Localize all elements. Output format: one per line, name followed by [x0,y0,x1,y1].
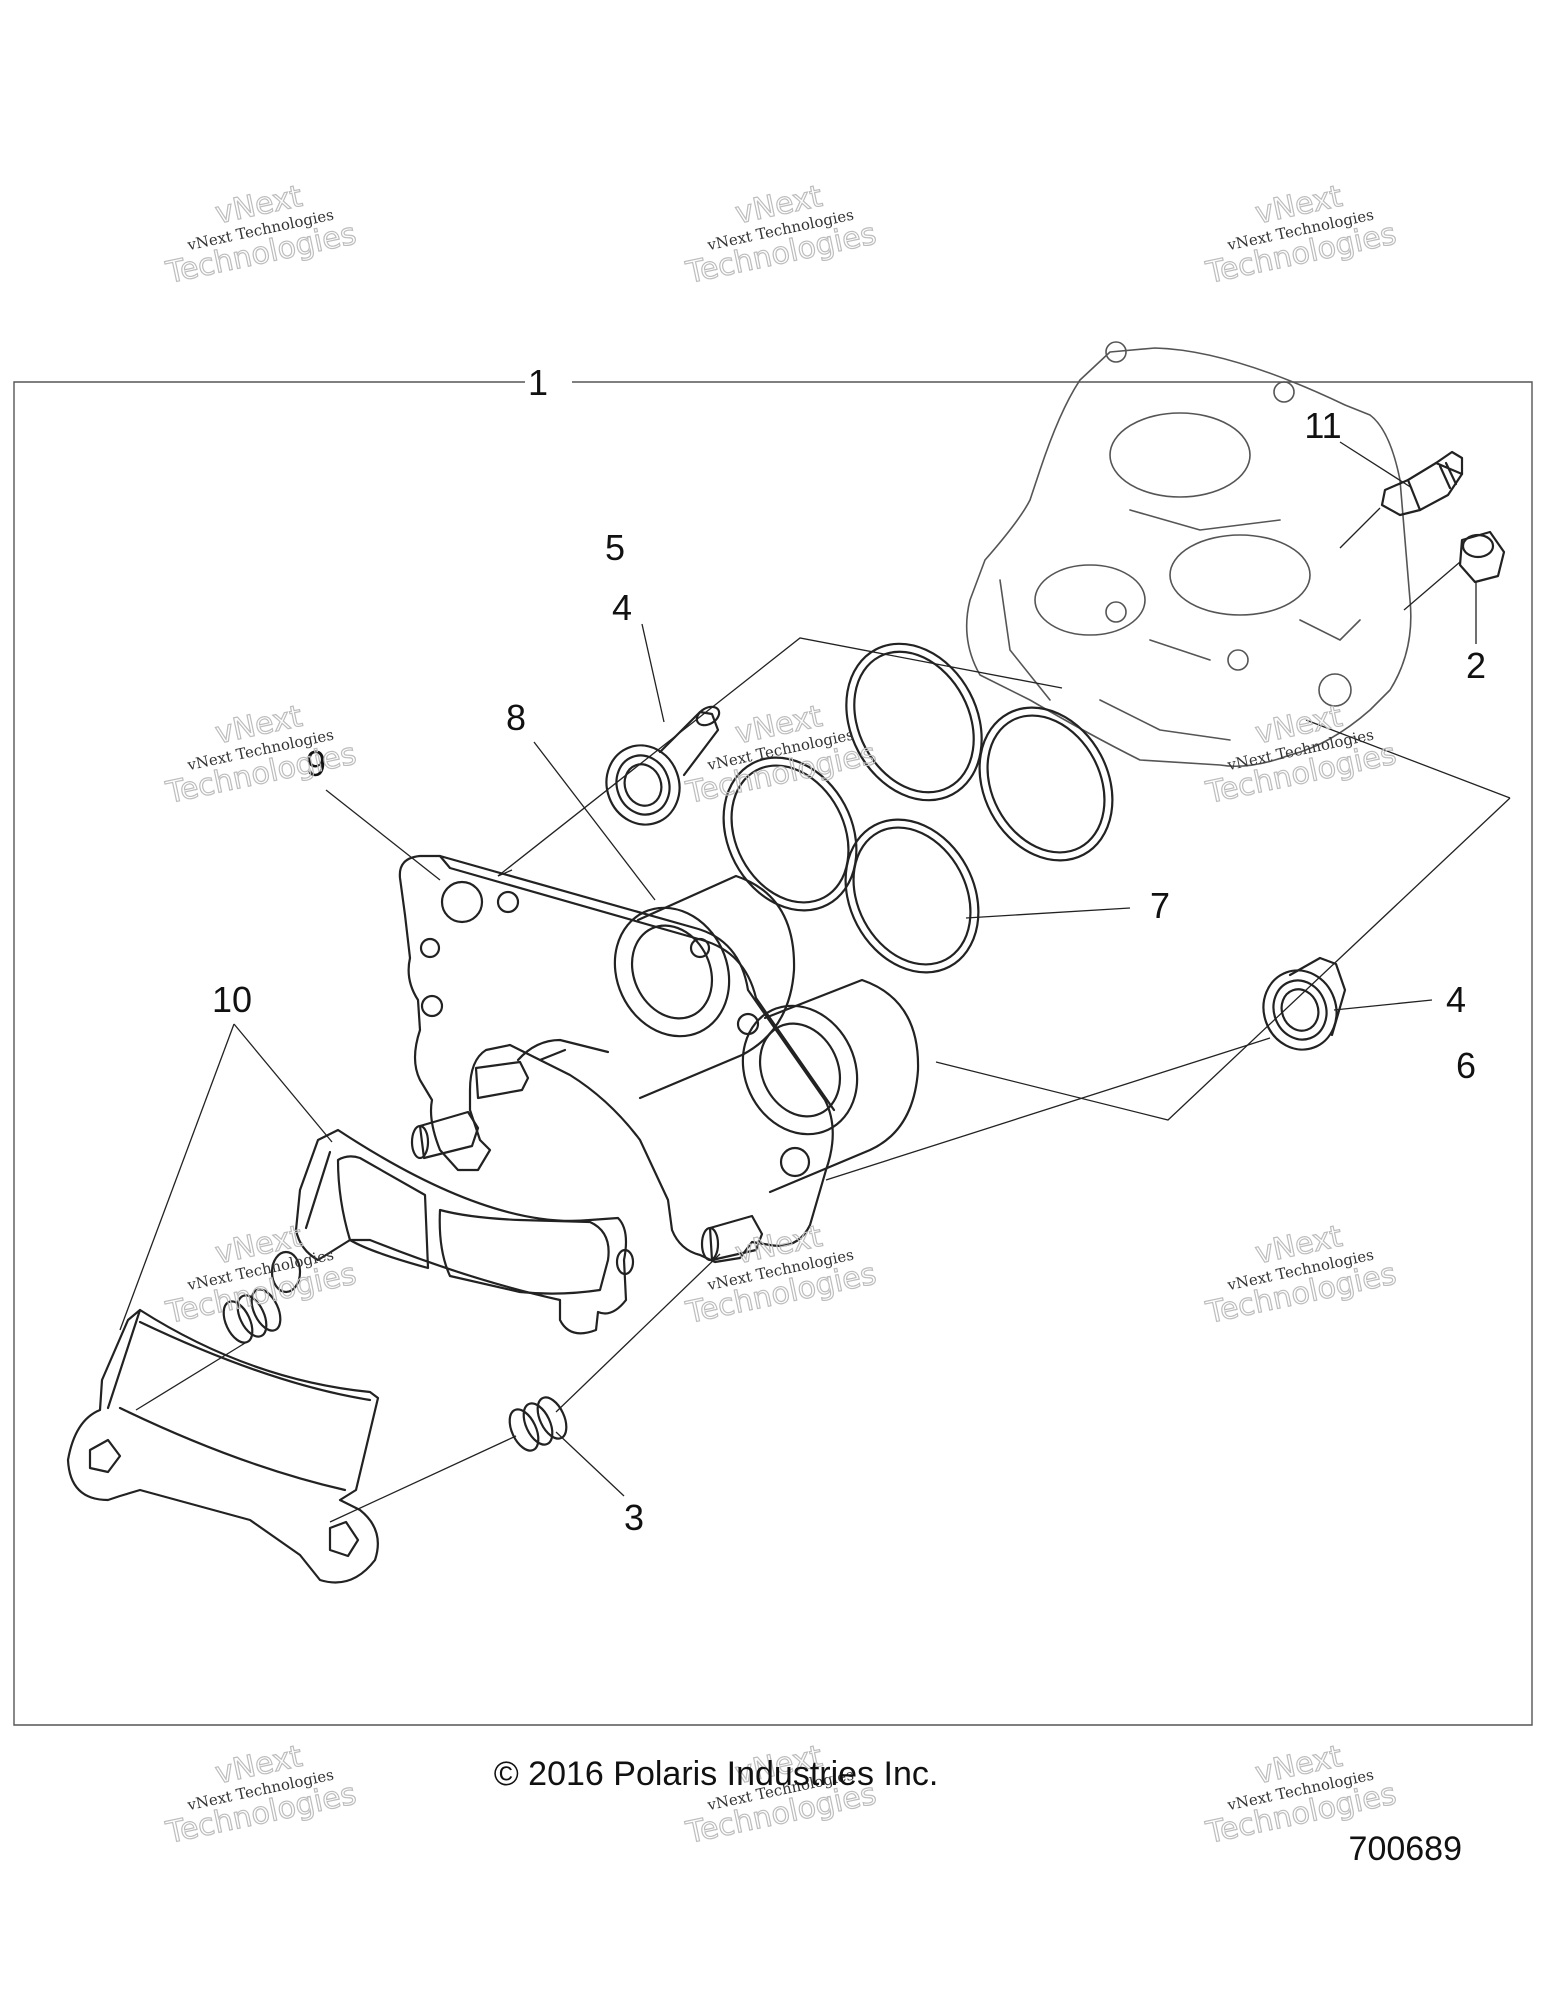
watermark-bottom-left: vNext vNext Technologies Technologies [162,1738,360,1851]
callout-10: 10 [212,979,252,1020]
callout-11: 11 [1304,405,1341,446]
piston-seal-rings [722,642,1114,974]
pad-springs [222,1288,568,1452]
callout-2: 2 [1466,645,1486,686]
callout-4-lower: 4 [1446,979,1466,1020]
watermark-mid-left: vNext vNext Technologies Technologies [162,698,360,811]
caliper-pistons [613,874,920,1194]
callout-8: 8 [506,697,526,738]
callout-7: 7 [1150,885,1170,926]
callout-9: 9 [306,743,326,784]
diagram-number: 700689 [1349,1830,1462,1868]
caliper-body [965,341,1412,768]
dust-boot-lower [1262,956,1347,1051]
brake-pad-outer [66,1308,380,1584]
callout-labels: 1 11 5 4 2 8 9 7 10 4 6 3 [212,362,1486,1538]
assembly-frame [13,381,1533,1726]
copyright-notice: © 2016 Polaris Industries Inc. [494,1755,939,1793]
watermark-low-left: vNext vNext Technologies Technologies [162,1218,360,1331]
callout-5: 5 [605,527,625,568]
callout-4-upper: 4 [612,587,632,628]
watermark-top-left: vNext vNext Technologies Technologies [162,178,360,291]
guide-pins [410,1048,764,1262]
watermark-top-center: vNext vNext Technologies Technologies [682,178,880,291]
watermark-top-right: vNext vNext Technologies Technologies [1202,178,1400,291]
callout-1: 1 [528,362,548,403]
bleeder-screw [1380,450,1464,517]
bleeder-cap [1458,530,1506,584]
dust-boot-upper [605,705,721,826]
leader-lines [119,441,1511,1523]
watermark-low-right: vNext vNext Technologies Technologies [1202,1218,1400,1331]
callout-3: 3 [624,1497,644,1538]
brake-pad-inner [270,1128,635,1335]
watermark-mid-right: vNext vNext Technologies Technologies [1202,698,1400,811]
caliper-bracket [398,854,836,1264]
callout-6: 6 [1456,1045,1476,1086]
